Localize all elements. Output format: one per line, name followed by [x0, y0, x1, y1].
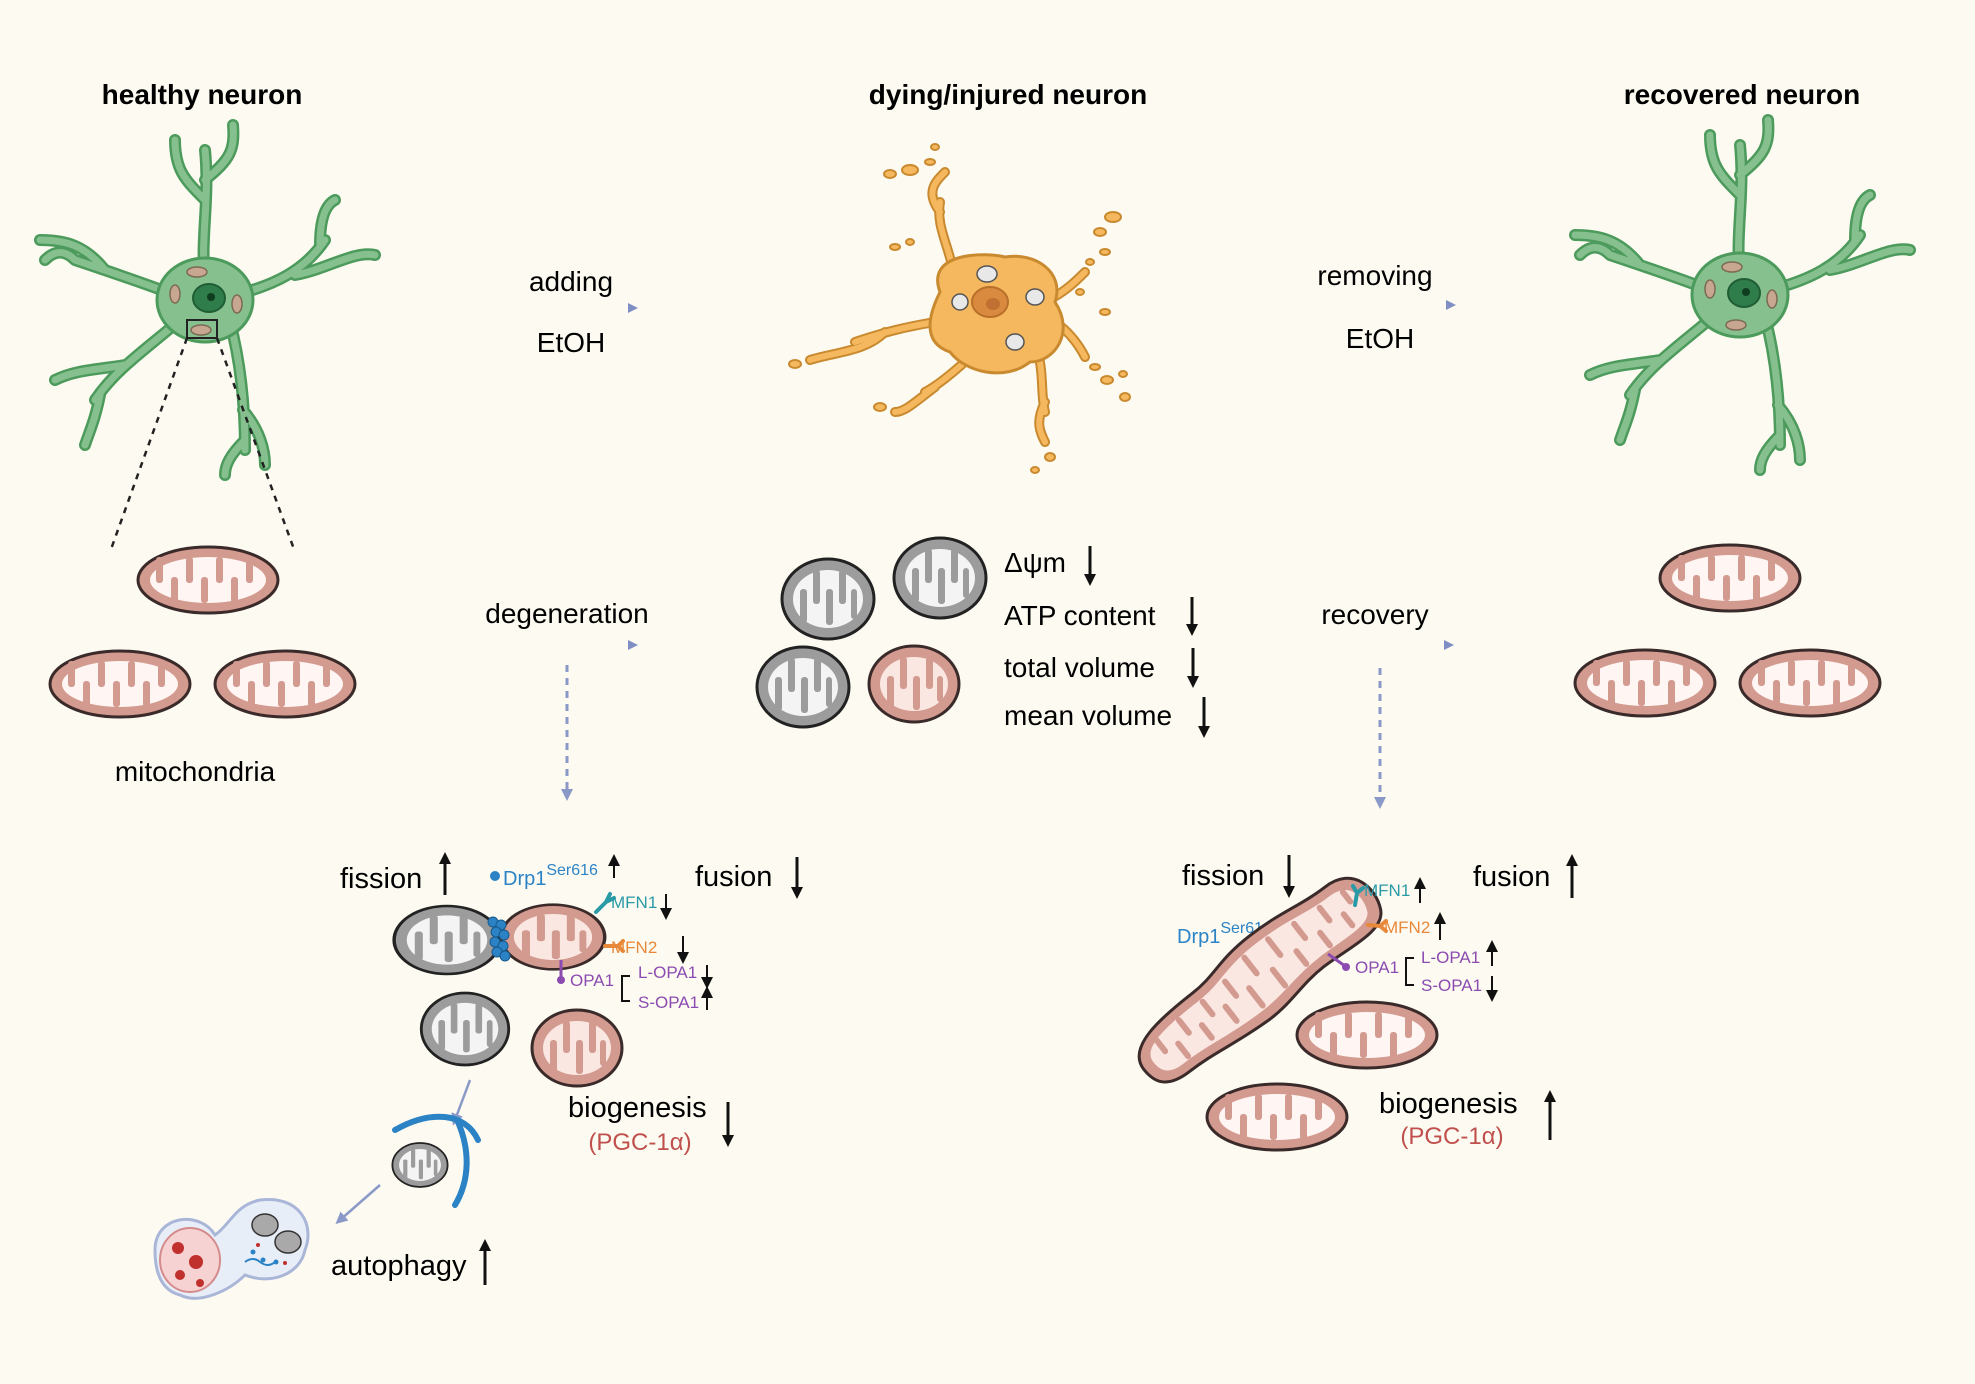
deg-drp1-label: Drp1Ser616: [503, 862, 598, 890]
zoom-line-right: [215, 337, 297, 553]
degeneration-panel: fission Drp1Ser616 fusion MFN1 MFN2 OPA1: [153, 852, 803, 1300]
deg-mfn2-label: MFN2: [611, 938, 657, 957]
engulfed-mito: [391, 1142, 449, 1188]
injured-metrics: Δψm ATP content total volume mean volume: [1004, 546, 1210, 738]
rec-fission-label: fission: [1182, 860, 1264, 892]
zoom-line-left: [108, 337, 189, 553]
rec-drp1-label: Drp1Ser616: [1177, 920, 1272, 948]
metric-total-volume: total volume: [1004, 652, 1155, 683]
rec-s-opa1-label: S-OPA1: [1421, 976, 1482, 995]
rec-pgc-label: (PGC-1α): [1400, 1123, 1503, 1150]
deg-opa1-bracket: [621, 975, 630, 1002]
removing-etoh-label: EtOH: [1346, 323, 1414, 354]
deg-opa1-label: OPA1: [570, 971, 614, 990]
rec-l-opa1-label: L-OPA1: [1421, 948, 1480, 967]
metric-mean-volume: mean volume: [1004, 700, 1172, 731]
recovered-neuron-illustration: [1575, 120, 1910, 470]
rec-biogenesis-label: biogenesis: [1379, 1088, 1518, 1120]
deg-fusion-label: fusion: [695, 861, 772, 893]
rec-pink-mito-2: [1205, 1082, 1349, 1152]
rec-mfn2-glyph: [1366, 919, 1388, 933]
rec-opa1-label: OPA1: [1355, 958, 1399, 977]
healthy-neuron-title: healthy neuron: [102, 79, 303, 110]
rec-mfn1-glyph: [1351, 884, 1365, 907]
adding-label: adding: [529, 266, 613, 297]
rec-opa1-glyph: [1327, 952, 1346, 968]
rec-drp1-text: Drp1: [1177, 926, 1220, 948]
autophagy-flow-arrow-1: [451, 1079, 472, 1126]
healthy-mitochondria-group: [48, 545, 357, 719]
autolysosome: [153, 1197, 310, 1300]
deg-drp1-text: Drp1: [503, 868, 546, 890]
rec-fusion-label: fusion: [1473, 861, 1550, 893]
mitochondria-label: mitochondria: [115, 756, 276, 787]
deg-mfn2-glyph: [603, 939, 625, 953]
deg-grey-mito: [419, 991, 511, 1067]
recovery-panel: fission fusion Drp1Ser616 MFN1: [1137, 854, 1578, 1152]
degeneration-label: degeneration: [485, 598, 648, 629]
drp1-dot: [490, 871, 500, 881]
zoom-box: [186, 319, 218, 339]
removing-label: removing: [1317, 260, 1432, 291]
deg-dividing-mitochondria: [392, 902, 607, 976]
deg-mfn1-glyph: [594, 892, 616, 914]
deg-l-opa1-label: L-OPA1: [638, 963, 697, 982]
injured-neuron-illustration: [788, 143, 1131, 474]
rec-mfn1-label: MFN1: [1364, 881, 1410, 900]
rec-elongated-mito: [1137, 876, 1383, 1084]
autophagy-label: autophagy: [331, 1250, 467, 1282]
dying-neuron-title: dying/injured neuron: [869, 79, 1147, 110]
recovered-mitochondria-group: [1573, 543, 1882, 718]
deg-pink-mito: [530, 1008, 624, 1088]
deg-fission-label: fission: [340, 863, 422, 895]
deg-opa1-dot: [557, 976, 565, 984]
rec-mfn2-label: MFN2: [1384, 918, 1430, 937]
metric-atp-content: ATP content: [1004, 600, 1156, 631]
autophagy-flow-arrow-2: [335, 1184, 381, 1224]
recovered-neuron-title: recovered neuron: [1624, 79, 1861, 110]
deg-drp1-sup: Ser616: [546, 862, 598, 879]
injured-mitochondria-group: [755, 536, 988, 729]
adding-etoh-label: EtOH: [537, 327, 605, 358]
deg-mfn1-label: MFN1: [611, 893, 657, 912]
deg-pgc-label: (PGC-1α): [588, 1129, 691, 1156]
deg-biogenesis-label: biogenesis: [568, 1092, 707, 1124]
rec-opa1-bracket: [1405, 957, 1414, 986]
rec-pink-mito-1: [1295, 1000, 1439, 1070]
recovery-label: recovery: [1321, 599, 1428, 630]
healthy-neuron-illustration: [40, 125, 375, 475]
metric-membrane-potential: Δψm: [1004, 547, 1066, 578]
phagophore: [392, 1113, 481, 1208]
deg-s-opa1-label: S-OPA1: [638, 993, 699, 1012]
rec-opa1-dot: [1342, 963, 1350, 971]
